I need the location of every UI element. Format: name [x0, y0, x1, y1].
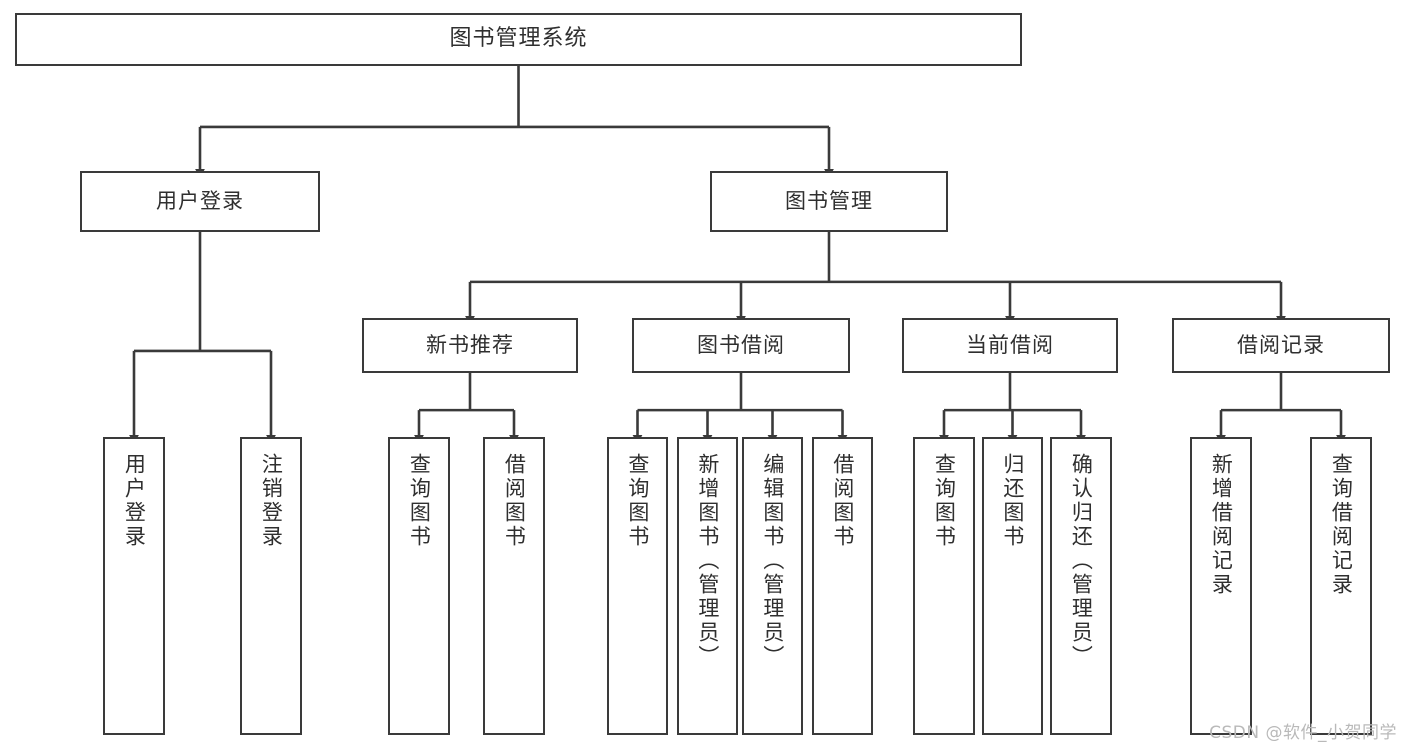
node-borrow-record-label: 借阅记录 — [1237, 332, 1325, 357]
leaf-edit-book-admin-label: 编辑图书（管理员） — [760, 453, 785, 669]
leaf-borrow-book[interactable]: 借阅图书 — [812, 437, 873, 735]
node-current-borrow[interactable]: 当前借阅 — [902, 318, 1118, 373]
node-book-management[interactable]: 图书管理 — [710, 171, 948, 232]
leaf-return-book-label: 归还图书 — [1000, 453, 1025, 549]
leaf-query-book-current-label: 查询图书 — [932, 453, 957, 549]
leaf-query-book-borrow[interactable]: 查询图书 — [607, 437, 668, 735]
leaf-user-login[interactable]: 用户登录 — [103, 437, 165, 735]
node-user-login-label: 用户登录 — [156, 188, 244, 213]
leaf-add-book-admin[interactable]: 新增图书（管理员） — [677, 437, 738, 735]
leaf-edit-book-admin[interactable]: 编辑图书（管理员） — [742, 437, 803, 735]
leaf-borrow-book-recommend-label: 借阅图书 — [502, 453, 527, 549]
leaf-logout[interactable]: 注销登录 — [240, 437, 302, 735]
node-new-book-recommend-label: 新书推荐 — [426, 332, 514, 357]
leaf-borrow-book-recommend[interactable]: 借阅图书 — [483, 437, 545, 735]
node-book-borrow-label: 图书借阅 — [697, 332, 785, 357]
leaf-logout-label: 注销登录 — [259, 453, 284, 549]
leaf-add-borrow-record[interactable]: 新增借阅记录 — [1190, 437, 1252, 735]
leaf-query-book-current[interactable]: 查询图书 — [913, 437, 975, 735]
node-root[interactable]: 图书管理系统 — [15, 13, 1022, 66]
leaf-query-book-borrow-label: 查询图书 — [625, 453, 650, 549]
node-user-login[interactable]: 用户登录 — [80, 171, 320, 232]
leaf-user-login-label: 用户登录 — [122, 453, 147, 549]
node-current-borrow-label: 当前借阅 — [966, 332, 1054, 357]
leaf-confirm-return-admin[interactable]: 确认归还（管理员） — [1050, 437, 1112, 735]
leaf-query-book-recommend-label: 查询图书 — [407, 453, 432, 549]
node-borrow-record[interactable]: 借阅记录 — [1172, 318, 1390, 373]
leaf-borrow-book-label: 借阅图书 — [830, 453, 855, 549]
leaf-query-book-recommend[interactable]: 查询图书 — [388, 437, 450, 735]
leaf-add-book-admin-label: 新增图书（管理员） — [695, 453, 720, 669]
leaf-add-borrow-record-label: 新增借阅记录 — [1209, 453, 1234, 597]
node-root-label: 图书管理系统 — [449, 26, 588, 52]
leaf-query-borrow-record[interactable]: 查询借阅记录 — [1310, 437, 1372, 735]
leaf-confirm-return-admin-label: 确认归还（管理员） — [1069, 453, 1094, 669]
leaf-return-book[interactable]: 归还图书 — [982, 437, 1043, 735]
node-book-management-label: 图书管理 — [785, 188, 873, 213]
node-book-borrow[interactable]: 图书借阅 — [632, 318, 850, 373]
leaf-query-borrow-record-label: 查询借阅记录 — [1329, 453, 1354, 597]
node-new-book-recommend[interactable]: 新书推荐 — [362, 318, 578, 373]
csdn-watermark: CSDN @软件_小贺同学 — [1209, 723, 1397, 743]
